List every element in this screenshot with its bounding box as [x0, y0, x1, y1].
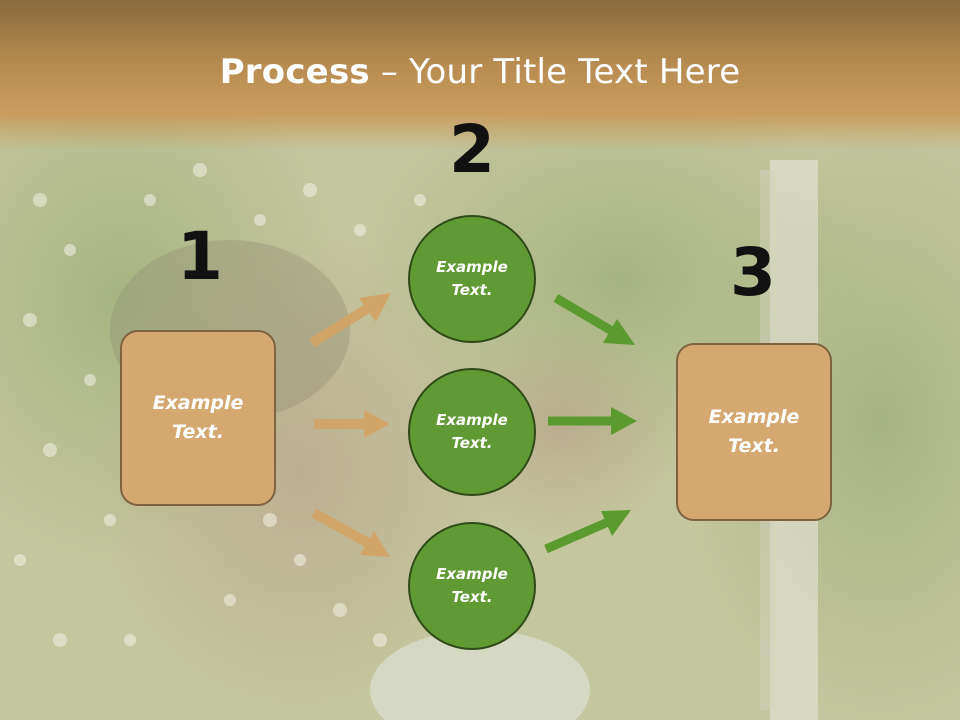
title-rest: – Your Title Text Here — [369, 52, 741, 92]
circle-top-label: Example Text. — [436, 258, 508, 299]
step-number-3: 3 — [730, 234, 776, 311]
step-2-circle-middle: Example Text. — [408, 368, 536, 496]
page-title: Process – Your Title Text Here — [0, 52, 960, 92]
step-box-3: Example Text. — [676, 343, 832, 521]
step-number-1: 1 — [177, 218, 223, 295]
circle-bottom-label: Example Text. — [436, 565, 508, 606]
step-box-3-label: Example Text. — [708, 406, 800, 457]
step-box-1: Example Text. — [120, 330, 276, 506]
step-number-2: 2 — [449, 111, 495, 188]
step-2-circle-top: Example Text. — [408, 215, 536, 343]
title-banner — [0, 0, 960, 150]
title-bold: Process — [219, 52, 370, 92]
step-box-1-label: Example Text. — [152, 392, 244, 443]
circle-middle-label: Example Text. — [436, 411, 508, 452]
step-2-circle-bottom: Example Text. — [408, 522, 536, 650]
